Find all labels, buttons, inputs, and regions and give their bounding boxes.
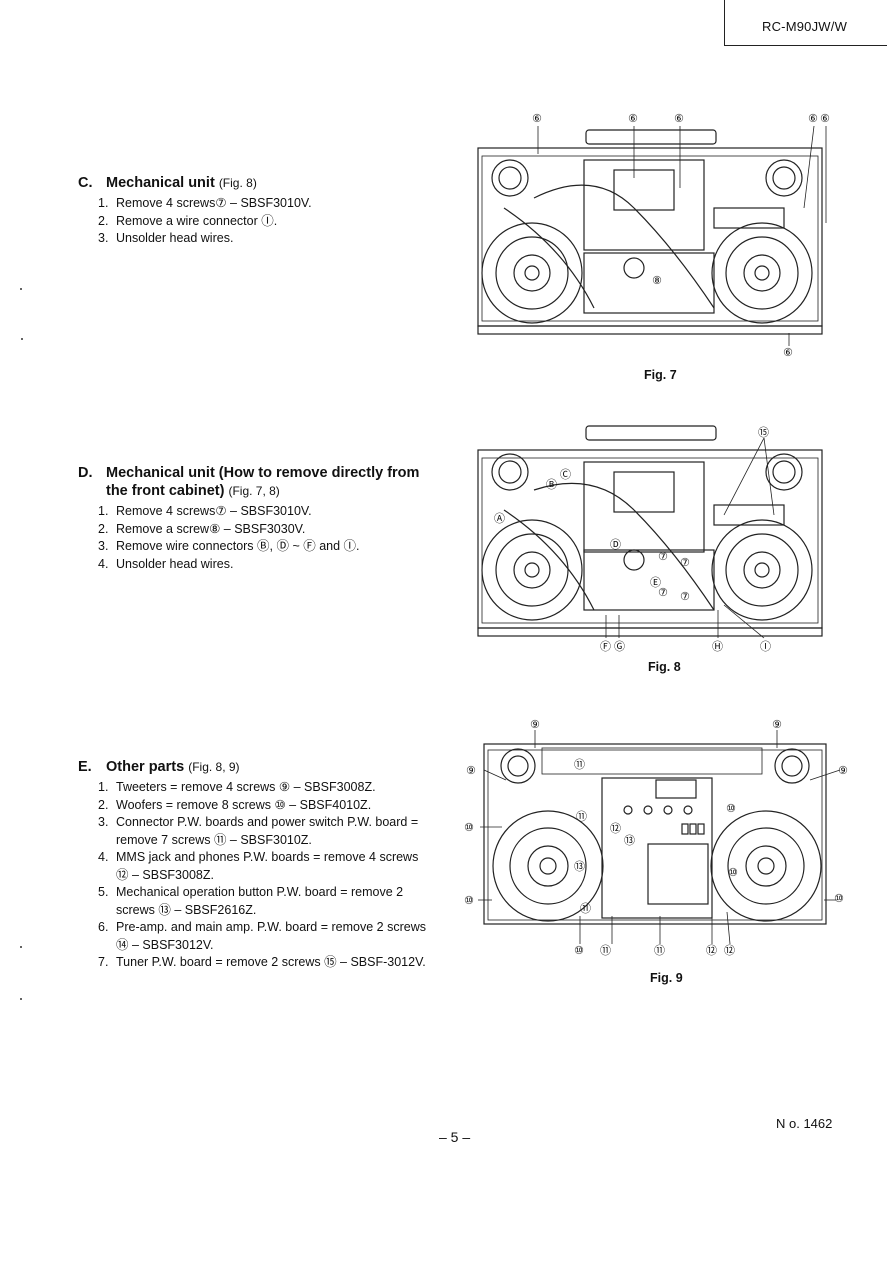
step: 3.Unsolder head wires. xyxy=(98,231,234,245)
step: 1.Remove 4 screws⑦ – SBSF3010V. xyxy=(98,196,312,210)
fig9-callout: ⑪ xyxy=(654,944,665,957)
scan-speck xyxy=(20,946,22,948)
fig9-callout: ⑨ xyxy=(530,718,540,731)
figure-9-caption: Fig. 9 xyxy=(650,971,683,985)
fig8-callout: Ⓔ xyxy=(650,576,661,589)
figure-7-caption: Fig. 7 xyxy=(644,368,677,382)
fig9-callout: ⑬ xyxy=(574,860,585,873)
fig9-callout: ⑩ xyxy=(464,894,474,907)
section-d-title: D.Mechanical unit (How to remove directl… xyxy=(78,465,420,481)
fig9-callout: ⑩ xyxy=(574,944,584,957)
fig7-callout: ⑥ xyxy=(820,112,830,125)
fig9-callout: ⑨ xyxy=(838,764,848,777)
header-divider-vertical xyxy=(724,0,725,46)
fig8-callout: Ⓗ xyxy=(712,640,723,653)
figure-9-drawing: ⑨ ⑨ ⑨ ⑨ ⑩ ⑩ ⑩ ⑩ ⑩ ⑪ ⑪ ⑪ ⑪ ⑪ ⑫ ⑫ ⑫ ⑬ ⑬ ⑩ xyxy=(464,718,848,957)
scan-speck xyxy=(21,338,23,340)
fig9-callout: ⑪ xyxy=(580,902,591,915)
page-number: – 5 – xyxy=(439,1129,471,1145)
step: 3.Remove wire connectors Ⓑ, Ⓓ ~ Ⓕ and Ⓘ. xyxy=(98,539,360,553)
fig8-callout: ⑦ xyxy=(658,550,668,563)
fig7-callout: ⑥ xyxy=(532,112,542,125)
fig9-callout: ⑫ xyxy=(706,944,717,957)
step: 2.Remove a wire connector Ⓘ. xyxy=(98,213,278,228)
fig8-callout: Ⓒ xyxy=(560,468,571,481)
fig8-callout: ⑦ xyxy=(680,556,690,569)
step: 4.MMS jack and phones P.W. boards = remo… xyxy=(98,850,419,882)
header-divider-horizontal xyxy=(724,45,887,46)
figure-7-drawing: ⑥ ⑥ ⑥ ⑥ ⑥ ⑥ ⑧ xyxy=(477,112,830,359)
section-e-title: E.Other parts (Fig. 8, 9) xyxy=(78,759,240,775)
scan-speck xyxy=(20,288,22,290)
figure-8-drawing: ⑮ Ⓐ Ⓑ Ⓒ Ⓓ Ⓔ Ⓕ Ⓖ Ⓗ Ⓘ ⑦ ⑦ ⑦ ⑦ xyxy=(477,425,823,653)
fig8-callout: Ⓖ xyxy=(614,640,625,653)
fig9-callout: ⑪ xyxy=(600,944,611,957)
step: 2.Remove a screw⑧ – SBSF3030V. xyxy=(98,521,306,536)
fig9-callout: ⑩ xyxy=(464,821,474,834)
fig9-callout: ⑩ xyxy=(726,802,736,815)
fig7-callout: ⑥ xyxy=(783,346,793,359)
fig8-callout: ⑮ xyxy=(758,426,769,439)
fig8-callout: Ⓘ xyxy=(760,640,771,653)
fig9-callout: ⑫ xyxy=(610,822,621,835)
fig9-callout: ⑬ xyxy=(624,834,635,847)
section-e-steps: 1.Tweeters = remove 4 screws ⑨ – SBSF300… xyxy=(98,779,434,972)
scan-speck xyxy=(20,998,22,1000)
fig9-callout: ⑪ xyxy=(576,810,587,823)
section-e: E.Other parts (Fig. 8, 9) 1.Tweeters = r… xyxy=(78,758,434,972)
document-number: N o. 1462 xyxy=(776,1116,833,1131)
step: 4.Unsolder head wires. xyxy=(98,556,234,571)
model-number: RC-M90JW/W xyxy=(762,19,848,34)
section-d: D.Mechanical unit (How to remove directl… xyxy=(78,464,438,573)
fig9-callout: ⑫ xyxy=(724,944,735,957)
fig9-callout: ⑨ xyxy=(466,764,476,777)
fig8-callout: Ⓑ xyxy=(546,478,557,491)
section-c-title: C.Mechanical unit (Fig. 8) xyxy=(78,175,257,191)
fig8-callout: Ⓐ xyxy=(494,512,505,525)
step: 3.Connector P.W. boards and power switch… xyxy=(98,815,419,847)
fig9-callout: ⑩ xyxy=(728,866,738,879)
fig7-callout: ⑥ xyxy=(628,112,638,125)
fig7-callout: ⑧ xyxy=(652,274,662,287)
step: 7.Tuner P.W. board = remove 2 screws ⑮ –… xyxy=(98,955,426,969)
fig8-callout: ⑦ xyxy=(680,590,690,603)
fig9-callout: ⑨ xyxy=(772,718,782,731)
section-c-steps: 1.Remove 4 screws⑦ – SBSF3010V. 2.Remove… xyxy=(98,195,312,248)
step: 6.Pre-amp. and main amp. P.W. board = re… xyxy=(98,920,426,952)
step: 1.Remove 4 screws⑦ – SBSF3010V. xyxy=(98,504,312,518)
fig7-callout: ⑥ xyxy=(674,112,684,125)
step: 5.Mechanical operation button P.W. board… xyxy=(98,885,404,917)
fig8-callout: Ⓕ xyxy=(600,640,611,653)
fig8-callout: ⑦ xyxy=(658,586,668,599)
step: 2.Woofers = remove 8 screws ⑩ – SBSF4010… xyxy=(98,797,372,812)
section-d-title-line2: the front cabinet) (Fig. 7, 8) xyxy=(106,483,280,499)
fig7-callout: ⑥ xyxy=(808,112,818,125)
step: 1.Tweeters = remove 4 screws ⑨ – SBSF300… xyxy=(98,780,376,794)
fig9-callout: ⑩ xyxy=(834,892,844,905)
fig9-callout: ⑪ xyxy=(574,758,585,771)
section-d-steps: 1.Remove 4 screws⑦ – SBSF3010V. 2.Remove… xyxy=(98,503,438,573)
figure-8-caption: Fig. 8 xyxy=(648,660,681,674)
section-c: C.Mechanical unit (Fig. 8) 1.Remove 4 sc… xyxy=(78,174,312,248)
fig8-callout: Ⓓ xyxy=(610,538,621,551)
